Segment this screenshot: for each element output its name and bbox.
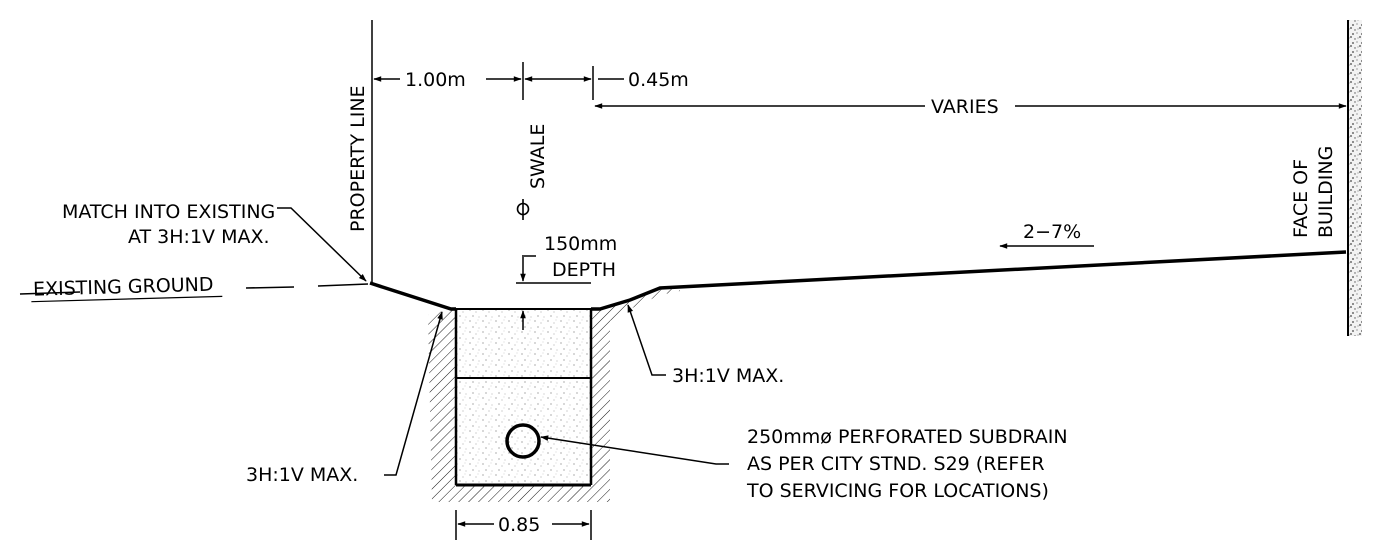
match-existing-leader: [277, 207, 367, 282]
centerline-symbol-icon: [516, 199, 530, 220]
match-existing-label-1: MATCH INTO EXISTING: [62, 201, 275, 223]
finished-grade-right: [591, 250, 1347, 311]
soil-hatch: [428, 287, 680, 502]
existing-ground-label: EXISTING GROUND: [31, 274, 223, 303]
svg-text:EXISTING GROUND: EXISTING GROUND: [33, 274, 214, 301]
face-of-building-label-1: FACE OF: [1290, 159, 1312, 238]
dim-center-label: 0.45m: [628, 69, 689, 91]
dim-left-label: 1.00m: [405, 69, 466, 91]
subdrain-label-3: TO SERVICING FOR LOCATIONS): [746, 480, 1049, 502]
subdrain-leader: [540, 435, 729, 465]
bottom-width-label: 0.85: [498, 514, 540, 536]
match-existing-label-2: AT 3H:1V MAX.: [128, 226, 270, 248]
slope-right-leader: [627, 304, 666, 376]
slope-label: 2−7%: [1023, 221, 1081, 243]
face-of-building-label-2: BUILDING: [1315, 146, 1337, 238]
slope-left-leader: [384, 311, 443, 476]
slope-left-label: 3H:1V MAX.: [246, 464, 358, 486]
finished-grade: [369, 281, 456, 311]
building-wall: [1349, 20, 1362, 336]
depth-label-2: DEPTH: [552, 259, 616, 281]
depth-label-1: 150mm: [544, 233, 617, 255]
slope-right-label: 3H:1V MAX.: [672, 365, 784, 387]
property-line-label: PROPERTY LINE: [347, 85, 369, 232]
subdrain-label-2: AS PER CITY STND. S29 (REFER: [747, 453, 1045, 475]
subdrain-label-1: 250mmø PERFORATED SUBDRAIN: [747, 426, 1068, 448]
swale-centerline-label: SWALE: [527, 124, 549, 189]
subdrain-pipe: [505, 423, 541, 459]
dim-varies-label: VARIES: [931, 96, 999, 118]
existing-ground-line: [19, 283, 369, 295]
